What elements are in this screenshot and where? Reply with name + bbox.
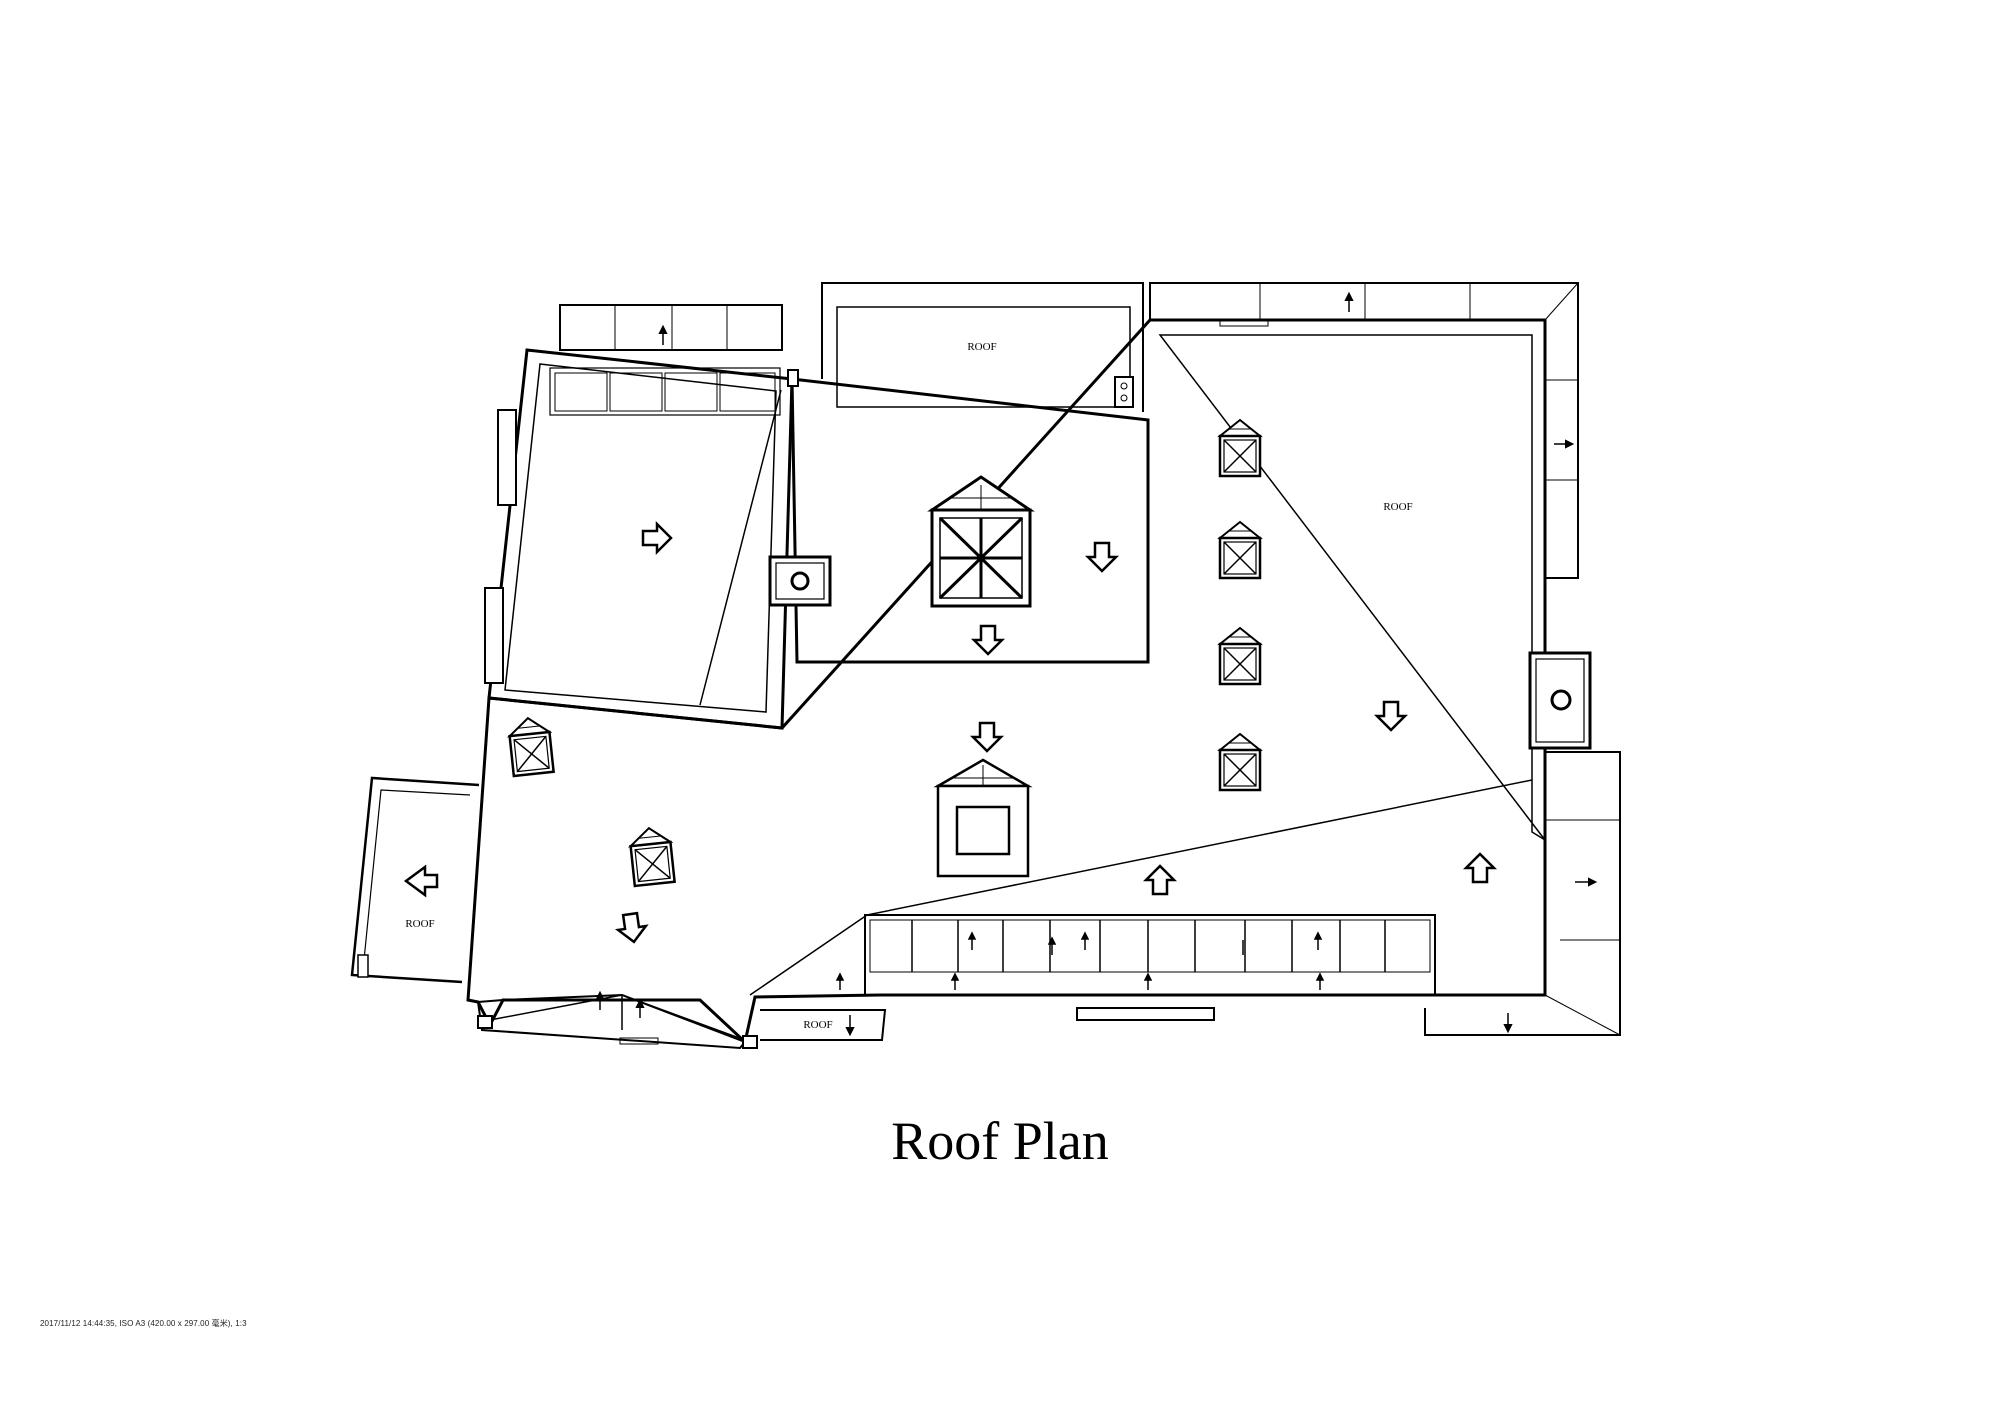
bottom-small-roof xyxy=(760,1009,887,1041)
chimney-top xyxy=(768,555,832,607)
left-annex-roof xyxy=(350,776,480,984)
center-skylight xyxy=(933,758,1033,878)
bottom-right-gutter xyxy=(1076,751,1621,1036)
drainage-arrows xyxy=(614,522,1496,946)
drawing-title: Roof Plan xyxy=(891,1111,1109,1171)
top-right-gutter xyxy=(1149,282,1579,579)
top-left-gutter xyxy=(549,304,799,416)
roof-label-bottom-small: ROOF xyxy=(803,1019,832,1031)
left-wall-projections xyxy=(484,409,517,684)
plot-stamp: 2017/11/12 14:44:35, ISO A3 (420.00 x 29… xyxy=(40,1319,247,1328)
solar-panel-array xyxy=(835,914,1436,996)
bottom-bay xyxy=(476,990,758,1050)
roof-label-top-middle: ROOF xyxy=(967,341,996,353)
roof-label-right-main: ROOF xyxy=(1383,501,1412,513)
diagonal-ridge-lines xyxy=(489,389,1533,1043)
chimney-right xyxy=(1528,651,1592,750)
roof-area-top-middle xyxy=(821,282,1144,412)
roof-label-left-annex: ROOF xyxy=(405,918,434,930)
main-skylight xyxy=(927,475,1035,608)
